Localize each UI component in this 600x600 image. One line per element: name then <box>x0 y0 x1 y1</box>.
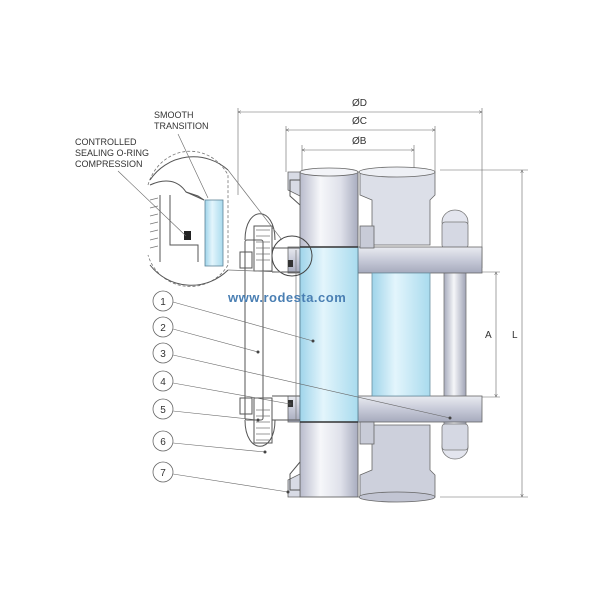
callout-2: 2 <box>152 316 260 354</box>
dimension-a-label: A <box>485 330 492 341</box>
annotation-sealing-line2: SEALING O-RING <box>75 148 149 158</box>
annotation-smooth-line2: TRANSITION <box>154 121 209 131</box>
detail-inset <box>147 150 283 287</box>
dimension-b: ØB <box>302 136 414 172</box>
callout-3: 3 <box>152 342 452 420</box>
callout-7: 7 <box>152 461 290 494</box>
callout-6: 6 <box>152 430 267 454</box>
dimension-d: ØD <box>238 98 482 268</box>
annotation-smooth-transition: SMOOTH TRANSITION <box>154 110 209 199</box>
dimension-l-label: L <box>512 330 518 341</box>
dimension-b-label: ØB <box>352 136 367 147</box>
callout-1: 1 <box>152 290 315 343</box>
annotation-sealing-line3: COMPRESSION <box>75 159 143 169</box>
callout-1-label: 1 <box>160 297 166 308</box>
annotation-controlled-sealing: CONTROLLED SEALING O-RING COMPRESSION <box>75 137 187 237</box>
rear-glass <box>371 272 431 397</box>
dimension-d-label: ØD <box>352 98 367 109</box>
detail-marker-circle <box>271 235 313 277</box>
callout-6-label: 6 <box>160 437 166 448</box>
dimension-l: L <box>440 170 528 497</box>
callout-5-label: 5 <box>160 405 166 416</box>
watermark: www.rodesta.com <box>227 290 346 305</box>
callout-4-label: 4 <box>160 377 166 388</box>
front-glass <box>299 246 359 423</box>
callout-2-label: 2 <box>160 323 166 334</box>
callout-3-label: 3 <box>160 349 166 360</box>
dimension-c: ØC <box>286 116 435 172</box>
annotation-sealing-line1: CONTROLLED <box>75 137 137 147</box>
dimension-c-label: ØC <box>352 116 367 127</box>
rear-ferrule <box>358 166 436 503</box>
section-outline <box>239 179 301 491</box>
bolts-front <box>359 225 375 445</box>
callout-5: 5 <box>152 398 260 422</box>
callout-4: 4 <box>152 370 292 406</box>
callout-7-label: 7 <box>160 468 166 479</box>
annotation-smooth-line1: SMOOTH <box>154 110 194 120</box>
